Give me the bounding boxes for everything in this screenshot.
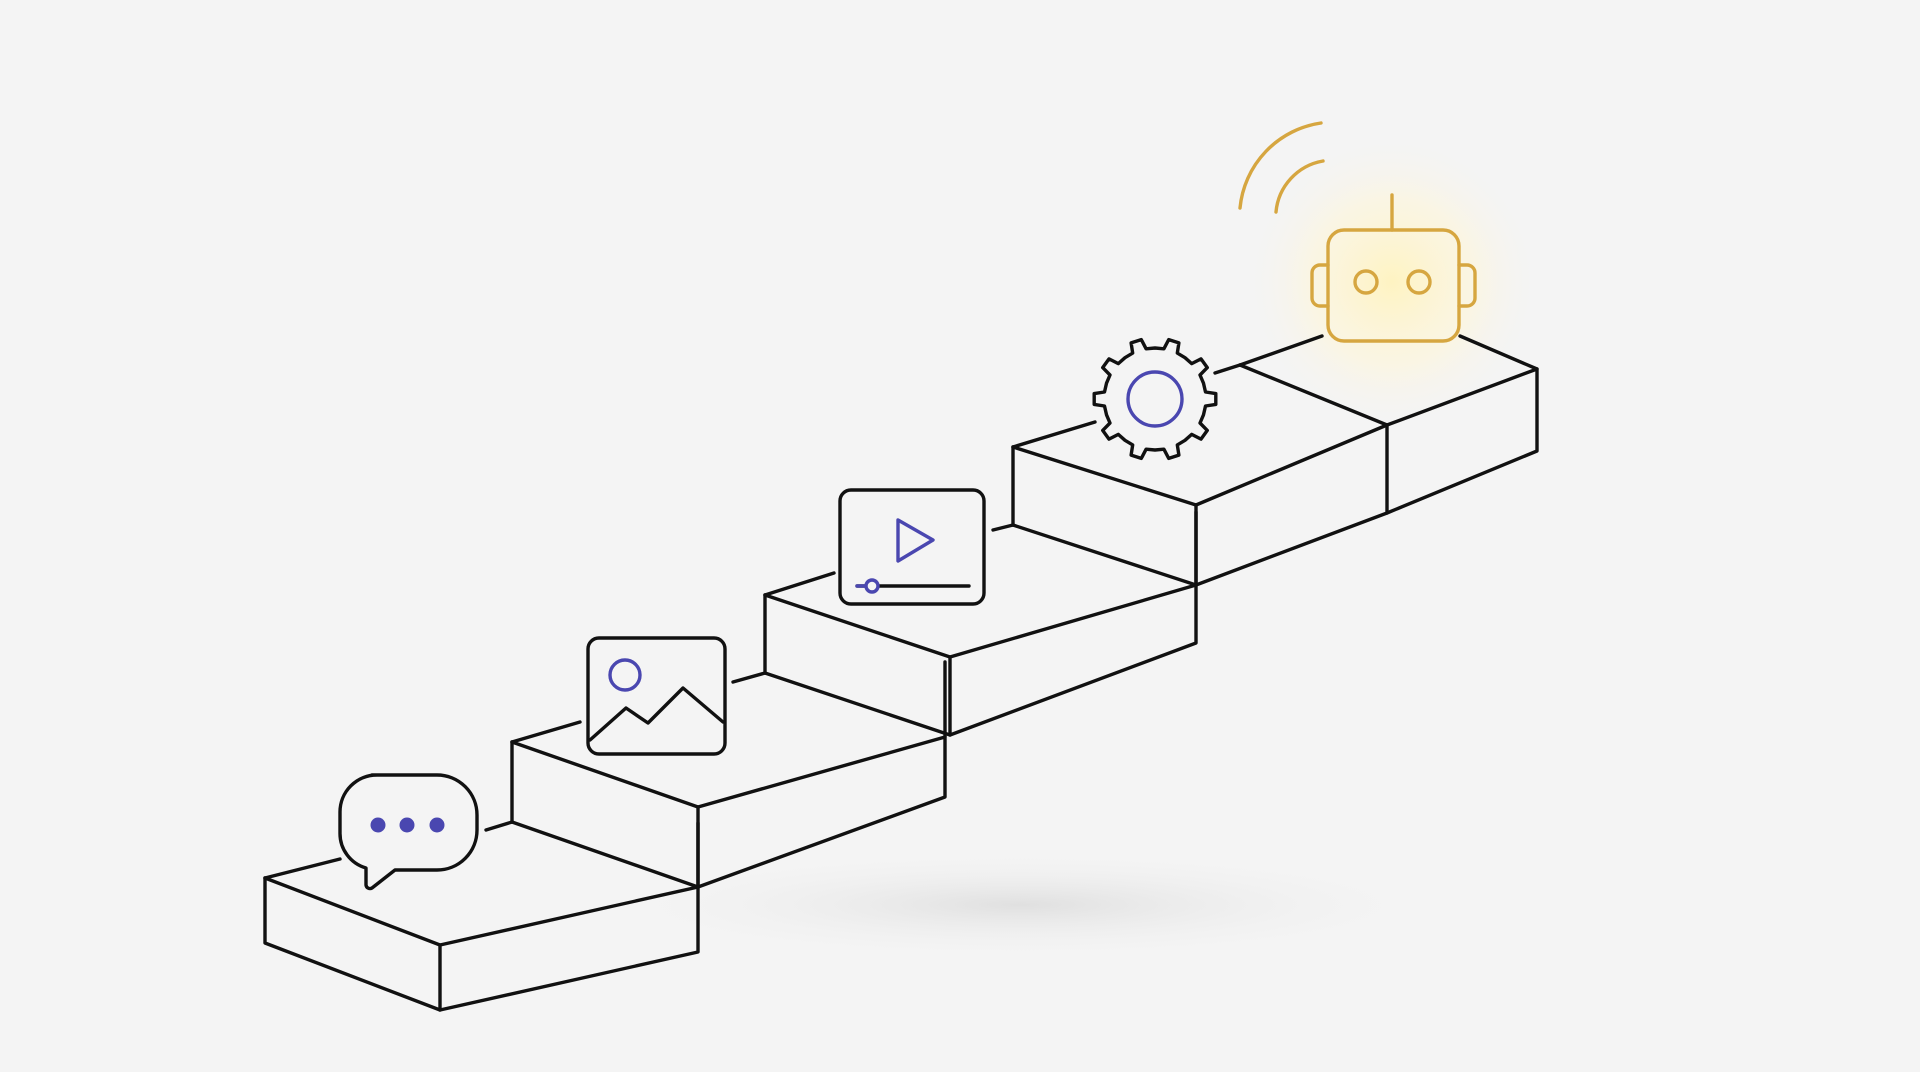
back-edge-3 xyxy=(763,571,836,597)
step-3-block xyxy=(763,510,1198,737)
step-4-block xyxy=(1011,423,1389,587)
back-edge-5b xyxy=(1458,334,1539,371)
step-2-block xyxy=(510,660,947,889)
video-player-icon xyxy=(838,488,986,606)
robot-glow xyxy=(1242,132,1542,432)
gear-icon xyxy=(1092,337,1218,461)
staircase xyxy=(263,334,1539,1012)
back-edge-5 xyxy=(1238,334,1324,367)
chat-bubble-icon xyxy=(338,773,479,891)
image-icon xyxy=(586,636,727,756)
back-edge-1 xyxy=(263,857,342,880)
back-edge-3b xyxy=(991,523,1015,532)
back-edge-4 xyxy=(1011,420,1097,449)
floor-shadow xyxy=(590,850,1450,960)
back-edge-2 xyxy=(510,720,582,744)
back-edge-1b xyxy=(484,820,514,832)
back-edge-2b xyxy=(731,671,767,684)
back-edge-4b xyxy=(1213,363,1242,375)
robot-icon xyxy=(1238,121,1477,343)
